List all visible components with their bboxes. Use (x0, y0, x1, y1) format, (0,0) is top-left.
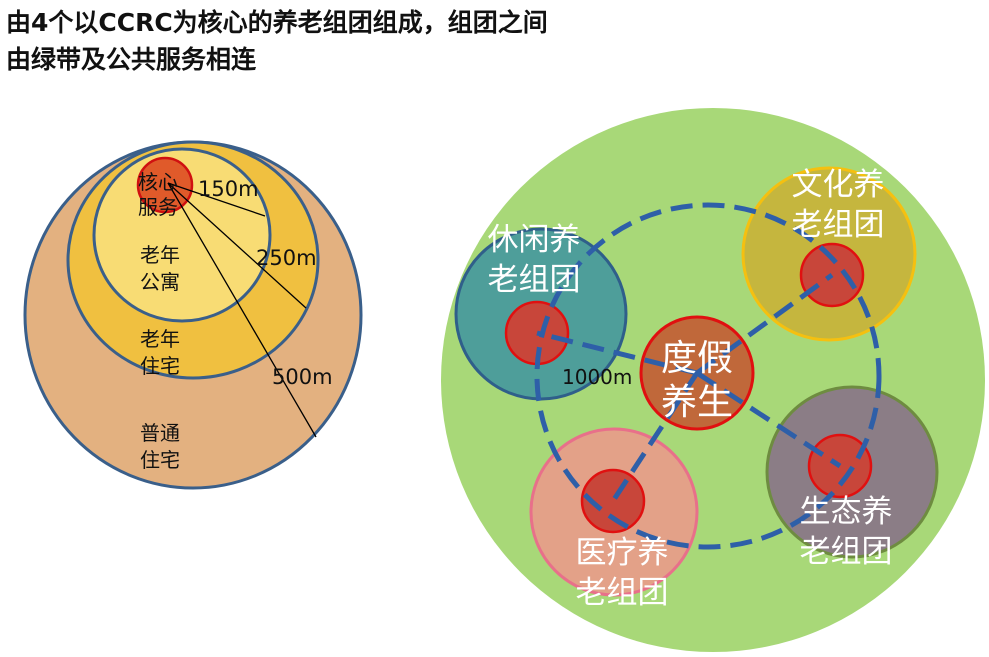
dashed-connectors (536, 272, 842, 503)
eco-label-2: 老组团 (800, 534, 893, 570)
ring1-label-1: 老年 (140, 243, 180, 267)
dashed-1000m-ring (534, 202, 882, 550)
leisure-label-1: 休闲养 (488, 222, 581, 258)
ring3-label-2: 住宅 (140, 448, 180, 472)
radius-lines (167, 182, 317, 438)
core-service-circle (136, 156, 194, 214)
radius-500-label: 500m (272, 365, 333, 389)
title-line-1: 由4个以CCRC为核心的养老组团组成，组团之间 (6, 8, 548, 37)
page-title: 由4个以CCRC为核心的养老组团组成，组团之间 由绿带及公共服务相连 (6, 4, 906, 78)
medical-node (580, 468, 646, 534)
core-label-2: 服务 (138, 195, 178, 219)
eco-label-1: 生态养 (800, 494, 893, 530)
right-cluster-diagram: 1000m 度假 养生 休闲养 老组团 文化养 老组团 医疗养 老组团 生态养 … (441, 108, 985, 652)
leisure-label-2: 老组团 (488, 262, 581, 298)
left-radius-diagram: 核心 服务 150m 老年 公寓 250m 老年 住宅 500m 普通 住宅 (23, 140, 363, 490)
center-label-2: 养生 (661, 382, 733, 423)
core-label-1: 核心 (138, 170, 178, 194)
medical-label-2: 老组团 (576, 575, 669, 611)
ring3-label-1: 普通 (140, 421, 180, 445)
ring2-label-2: 住宅 (140, 354, 180, 378)
center-label-1: 度假 (661, 338, 733, 379)
radius-1000-label: 1000m (562, 365, 632, 389)
radius-250-label: 250m (256, 246, 317, 270)
ring1-label-2: 公寓 (140, 270, 180, 294)
culture-label-2: 老组团 (792, 207, 885, 243)
culture-label-1: 文化养 (792, 167, 885, 203)
title-line-2: 由绿带及公共服务相连 (6, 45, 257, 74)
ring2-label-1: 老年 (140, 327, 180, 351)
radius-150-label: 150m (198, 177, 259, 201)
medical-label-1: 医疗养 (576, 535, 669, 571)
